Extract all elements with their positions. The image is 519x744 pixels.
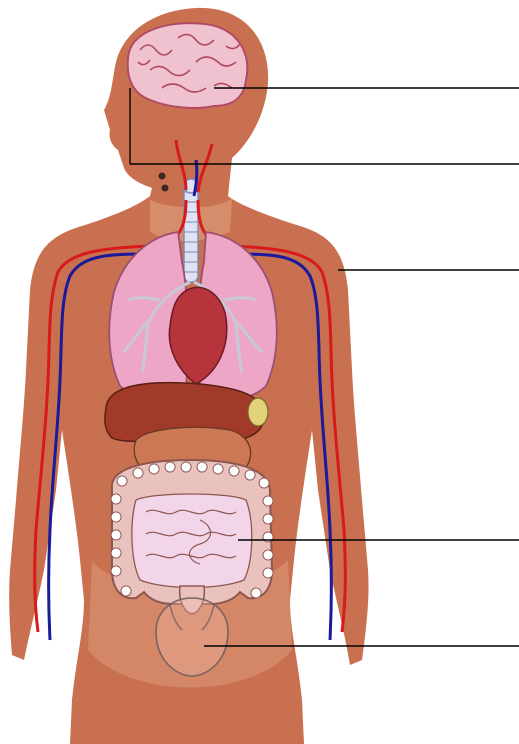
lymph-node xyxy=(159,173,166,180)
intestines xyxy=(111,460,273,614)
trachea xyxy=(184,179,198,282)
bladder-shape xyxy=(156,598,228,676)
bladder xyxy=(156,598,228,676)
gallbladder xyxy=(248,398,268,426)
small-intestine xyxy=(132,494,252,588)
lymph-node xyxy=(162,185,169,192)
brain xyxy=(128,23,248,108)
